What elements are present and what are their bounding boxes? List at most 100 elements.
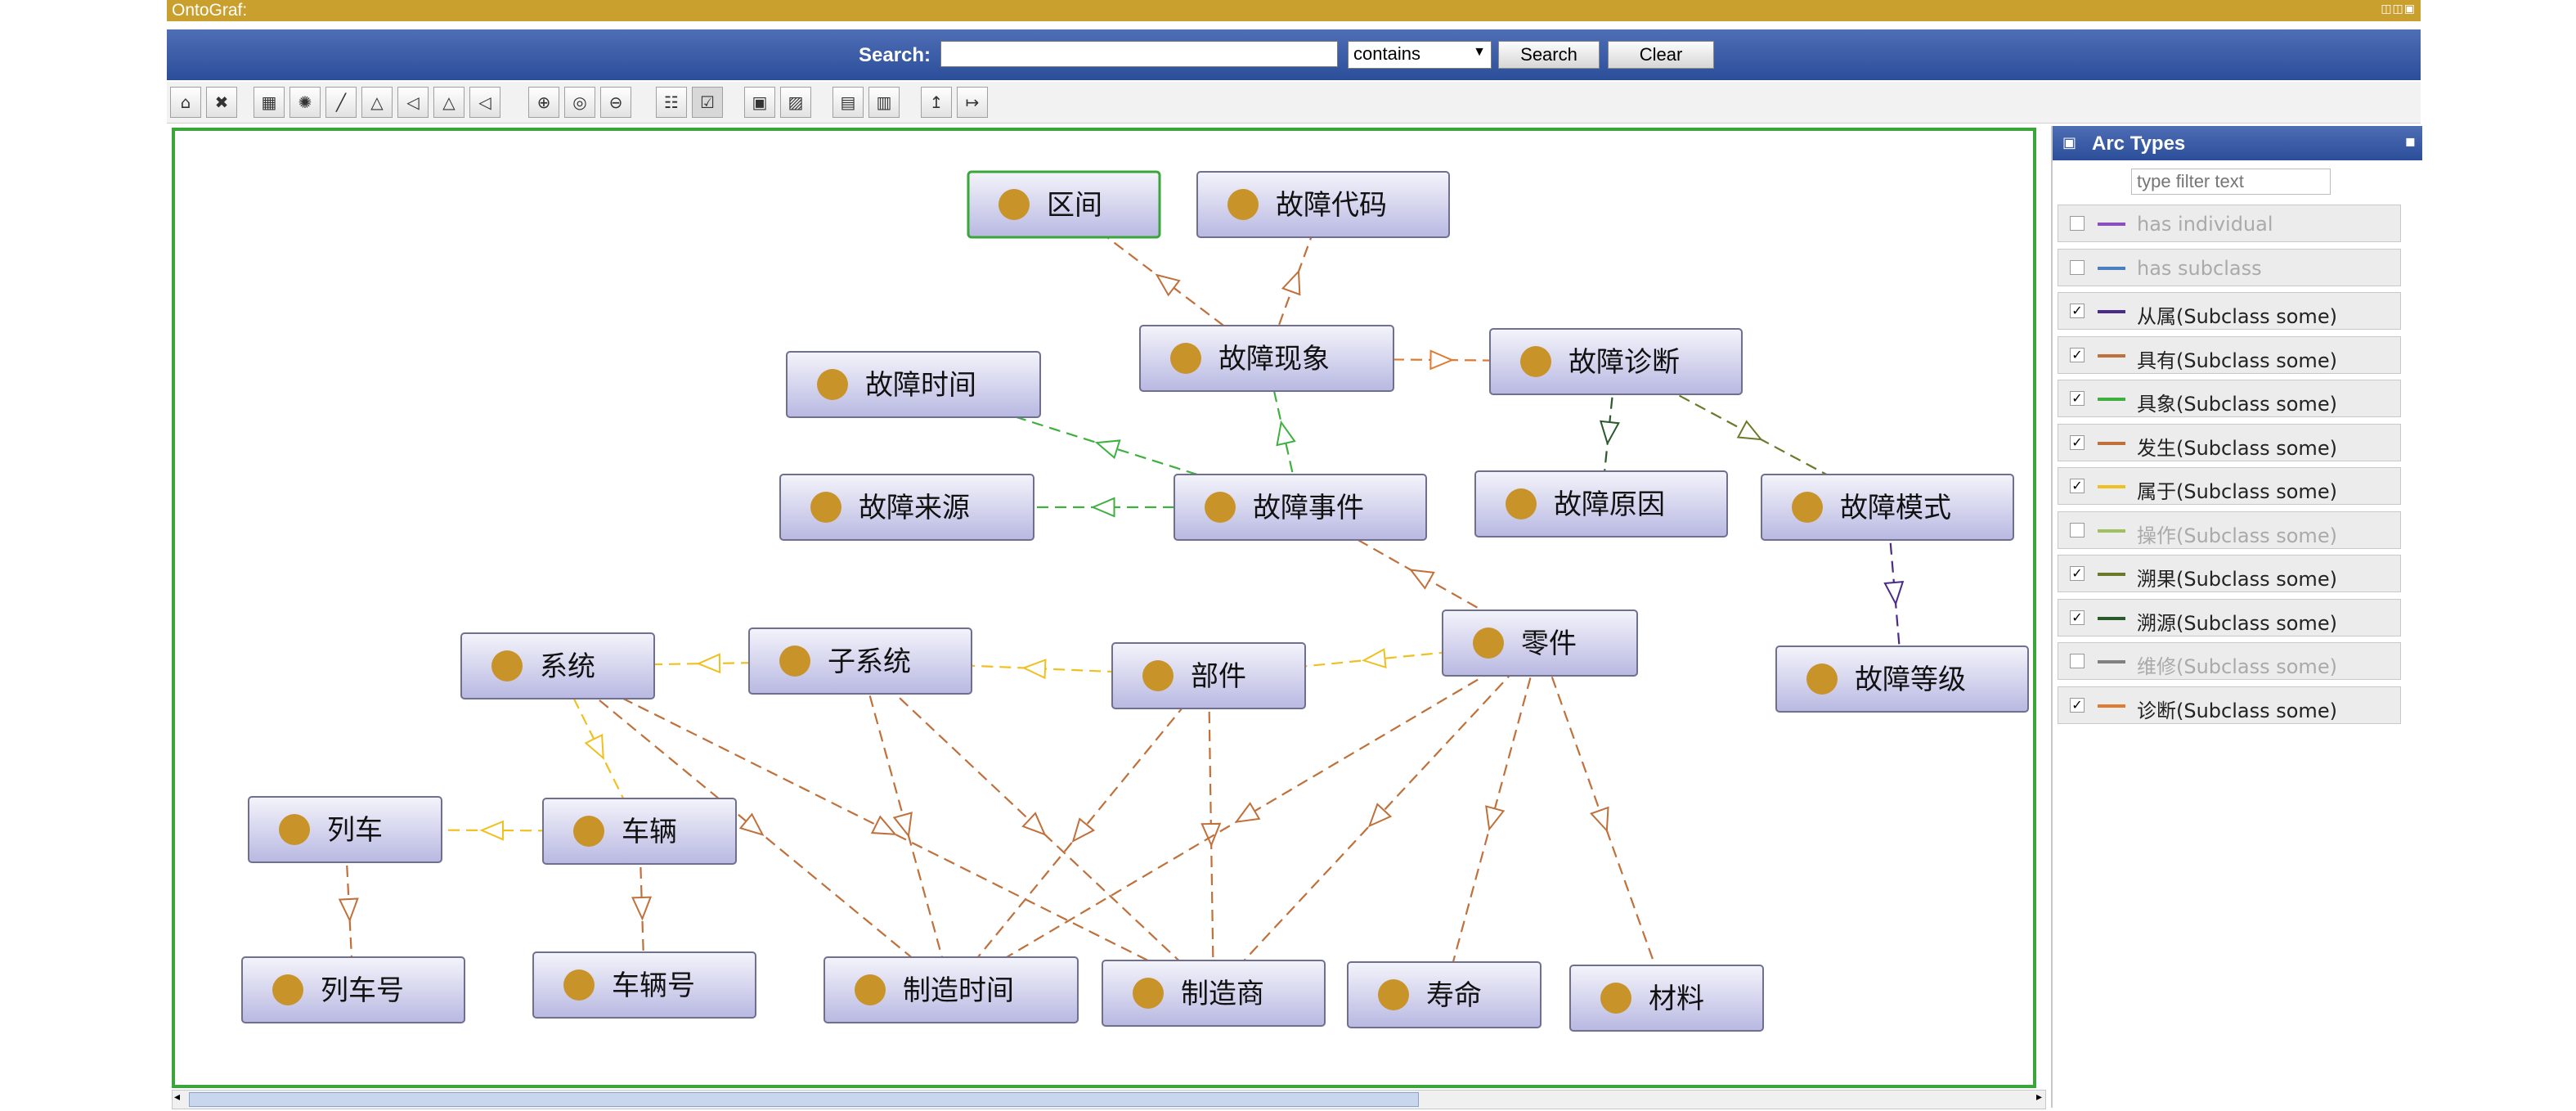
graph-node[interactable]: 材料	[1569, 965, 1764, 1032]
arc-type-row[interactable]: 操作(Subclass some)	[2058, 511, 2401, 549]
screenshot-icon[interactable]: ▣	[744, 87, 775, 118]
export-graph-icon[interactable]: ↦	[957, 87, 988, 118]
arc-type-checkbox[interactable]: ✓	[2070, 304, 2085, 318]
close-icon[interactable]: ▪	[2404, 131, 2416, 151]
node-box[interactable]	[1196, 171, 1450, 238]
node-box[interactable]	[1347, 961, 1542, 1028]
node-box[interactable]	[748, 627, 972, 695]
arc-type-row[interactable]: ✓发生(Subclass some)	[2058, 423, 2401, 461]
node-box[interactable]	[1174, 474, 1427, 541]
node-box[interactable]	[779, 474, 1034, 541]
arc-filter-input[interactable]	[2131, 169, 2331, 195]
node-tooltip-icon[interactable]: ☷	[656, 87, 687, 118]
graph-node[interactable]: 故障代码	[1196, 171, 1450, 238]
scrollbar-thumb[interactable]	[189, 1092, 1419, 1107]
arc-type-checkbox[interactable]: ✓	[2070, 434, 2085, 450]
node-box[interactable]	[460, 632, 655, 699]
graph-node[interactable]: 故障来源	[779, 474, 1034, 541]
graph-node[interactable]: 列车号	[241, 956, 465, 1023]
graph-node[interactable]: 故障模式	[1761, 474, 2014, 541]
zoom-out-icon[interactable]: ⊖	[600, 87, 631, 118]
node-box[interactable]	[1102, 960, 1326, 1027]
graph-node[interactable]: 车辆号	[532, 951, 756, 1019]
node-box[interactable]	[542, 798, 737, 865]
graph-node[interactable]: 零件	[1442, 609, 1638, 677]
home-icon[interactable]: ⌂	[170, 87, 201, 118]
graph-node[interactable]: 故障诊断	[1489, 328, 1743, 395]
vertical-directed-icon[interactable]: △	[433, 87, 464, 118]
graph-node[interactable]: 系统	[460, 632, 655, 699]
spring-layout-icon[interactable]: ╱	[325, 87, 357, 118]
horizontal-scrollbar[interactable]: ◂ ▸	[172, 1090, 2046, 1109]
search-button[interactable]: Search	[1498, 41, 1600, 69]
arc-type-checkbox[interactable]: ✓	[2070, 566, 2085, 581]
arc-labels-icon[interactable]: ☑	[692, 87, 723, 118]
node-box[interactable]	[1775, 645, 2029, 713]
node-box[interactable]	[241, 956, 465, 1023]
node-box[interactable]	[1139, 325, 1394, 392]
node-box[interactable]	[1111, 642, 1306, 709]
graph-node[interactable]: 故障现象	[1139, 325, 1394, 392]
node-box[interactable]	[248, 796, 442, 863]
zoom-fit-icon[interactable]: ◎	[564, 87, 595, 118]
arc-type-checkbox[interactable]: ✓	[2070, 391, 2085, 406]
graph-node[interactable]: 列车	[248, 796, 442, 863]
graph-node[interactable]: 区间	[967, 170, 1161, 239]
scroll-left-icon[interactable]: ◂	[174, 1091, 181, 1104]
graph-node[interactable]: 部件	[1111, 642, 1306, 709]
arc-type-checkbox[interactable]	[2070, 654, 2085, 668]
arc-type-checkbox[interactable]: ✓	[2070, 697, 2085, 713]
remove-icon[interactable]: ✖	[206, 87, 237, 118]
graph-node[interactable]: 故障事件	[1174, 474, 1427, 541]
search-mode-select[interactable]: contains ▼	[1348, 41, 1492, 69]
node-box[interactable]	[1569, 965, 1764, 1032]
arc-type-checkbox[interactable]: ✓	[2070, 347, 2085, 362]
export-icon[interactable]: ▨	[780, 87, 811, 118]
open-icon[interactable]: ▥	[868, 87, 900, 118]
import-icon[interactable]: ↥	[921, 87, 952, 118]
arc-type-row[interactable]: ✓具有(Subclass some)	[2058, 335, 2401, 374]
search-input[interactable]	[940, 41, 1338, 67]
graph-node[interactable]: 子系统	[748, 627, 972, 695]
arc-type-row[interactable]: has individual	[2058, 205, 2401, 242]
radial-layout-icon[interactable]: ✺	[289, 87, 321, 118]
node-box[interactable]	[1489, 328, 1743, 395]
node-box[interactable]	[1442, 609, 1638, 677]
horizontal-directed-icon[interactable]: ◁	[469, 87, 500, 118]
arc-type-row[interactable]: ✓溯果(Subclass some)	[2058, 555, 2401, 592]
scroll-right-icon[interactable]: ▸	[2035, 1091, 2042, 1104]
window-controls-icon[interactable]: ◫◫▣	[2381, 2, 2416, 16]
arc-type-row[interactable]: 维修(Subclass some)	[2058, 642, 2401, 680]
node-box[interactable]	[1761, 474, 2014, 541]
graph-canvas[interactable]: 区间故障代码故障现象 故障诊断 故障时间故障来源 故障事件故障原因故障模式系统 子系统 部…	[172, 128, 2036, 1088]
graph-node[interactable]: 故障等级	[1775, 645, 2029, 713]
arc-type-row[interactable]: ✓溯源(Subclass some)	[2058, 598, 2401, 636]
arc-type-row[interactable]: has subclass	[2058, 248, 2401, 286]
node-box[interactable]	[967, 170, 1161, 239]
tree-vertical-icon[interactable]: △	[361, 87, 393, 118]
graph-svg[interactable]: 区间故障代码故障现象 故障诊断 故障时间故障来源 故障事件故障原因故障模式系统 子系统 部…	[175, 131, 2033, 1085]
tree-horizontal-icon[interactable]: ◁	[397, 87, 429, 118]
clear-button[interactable]: Clear	[1608, 41, 1714, 69]
arc-type-checkbox[interactable]	[2070, 522, 2085, 538]
graph-edge[interactable]	[950, 642, 1541, 991]
arc-type-row[interactable]: ✓从属(Subclass some)	[2058, 292, 2401, 330]
zoom-in-icon[interactable]: ⊕	[528, 87, 559, 118]
arc-type-row[interactable]: ✓诊断(Subclass some)	[2058, 686, 2401, 724]
graph-node[interactable]: 车辆	[542, 798, 737, 865]
arc-type-row[interactable]: ✓具象(Subclass some)	[2058, 380, 2401, 417]
node-box[interactable]	[824, 956, 1079, 1023]
arc-type-checkbox[interactable]: ✓	[2070, 609, 2085, 625]
save-icon[interactable]: ▤	[832, 87, 864, 118]
graph-node[interactable]: 故障原因	[1474, 470, 1728, 538]
graph-node[interactable]: 制造商	[1102, 960, 1326, 1027]
graph-node[interactable]: 故障时间	[786, 351, 1041, 418]
arc-type-checkbox[interactable]	[2070, 216, 2085, 231]
arc-type-checkbox[interactable]	[2070, 259, 2085, 275]
graph-node[interactable]: 制造时间	[824, 956, 1079, 1023]
arc-type-checkbox[interactable]: ✓	[2070, 479, 2085, 493]
graph-node[interactable]: 寿命	[1347, 961, 1542, 1028]
grid-layout-icon[interactable]: ▦	[254, 87, 285, 118]
node-box[interactable]	[1474, 470, 1728, 538]
node-box[interactable]	[532, 951, 756, 1019]
